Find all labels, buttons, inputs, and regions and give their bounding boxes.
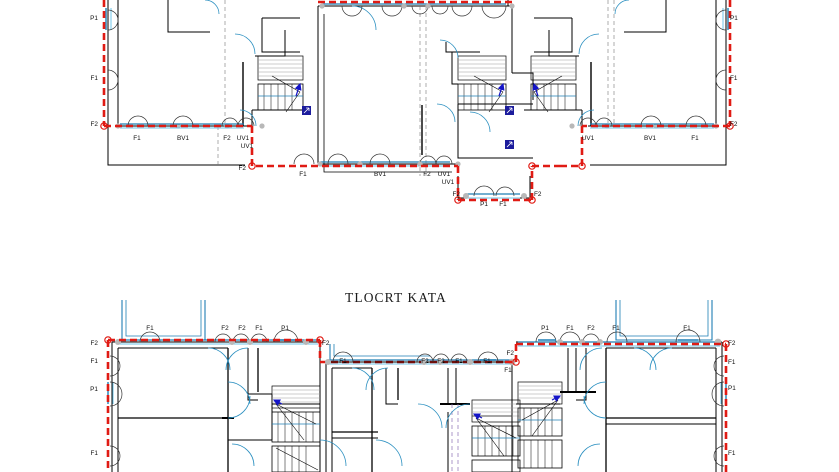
opening-label-f1: F1 bbox=[566, 325, 574, 332]
opening-label-f1: F1 bbox=[146, 325, 154, 332]
opening-label-bv1: BV1 bbox=[644, 135, 657, 142]
lower-center-wing bbox=[319, 344, 521, 472]
opening-label-f2: F2 bbox=[221, 325, 229, 332]
opening-label-f1: F1 bbox=[728, 450, 736, 457]
stair-upper-center bbox=[457, 55, 507, 113]
upper-left-wing bbox=[100, 0, 311, 170]
opening-label-f2: F2 bbox=[507, 350, 515, 357]
opening-label-f2: F2 bbox=[728, 340, 736, 347]
opening-label-f1: F1 bbox=[91, 450, 99, 457]
opening-label-uv1: UV1 bbox=[241, 143, 254, 150]
opening-label-p1: P1 bbox=[480, 201, 488, 208]
opening-label-f1: F1 bbox=[483, 358, 491, 365]
ground-floor-plan: F2F1P1F1F1F2F2F1P1F2F1F2F2F1F1F1F2P1F1F2… bbox=[90, 300, 736, 472]
opening-label-f1: F1 bbox=[612, 325, 620, 332]
upper-floor-plan: P1F1F2F1BV1F2UV1UV1F2F1BV1F2UV1UV1F2P1F1… bbox=[90, 0, 738, 208]
opening-label-f1: F1 bbox=[255, 325, 263, 332]
opening-label-p1: P1 bbox=[541, 325, 549, 332]
opening-label-f1: F1 bbox=[728, 359, 736, 366]
opening-label-bv1: BV1 bbox=[374, 171, 387, 178]
opening-label-uv1: UV1 bbox=[237, 135, 250, 142]
opening-label-f2: F2 bbox=[421, 358, 429, 365]
stair-lower-right bbox=[517, 381, 563, 469]
stair-upper-left bbox=[257, 55, 304, 113]
opening-label-f2: F2 bbox=[322, 340, 330, 347]
opening-label-uv1: UV1 bbox=[582, 135, 595, 142]
lower-left-wing bbox=[104, 300, 505, 472]
opening-label-f1: F1 bbox=[299, 171, 307, 178]
opening-label-uv1: UV1 bbox=[442, 179, 455, 186]
insulation-layer-lower-right bbox=[516, 342, 728, 472]
opening-label-f1: F1 bbox=[504, 367, 512, 374]
opening-label-f1: F1 bbox=[91, 358, 99, 365]
opening-label-f1: F1 bbox=[683, 325, 691, 332]
opening-label-f2: F2 bbox=[91, 340, 99, 347]
opening-label-bv1: BV1 bbox=[177, 135, 190, 142]
opening-label-f2: F2 bbox=[238, 325, 246, 332]
opening-label-f2: F2 bbox=[239, 165, 247, 172]
stair-upper-right bbox=[530, 55, 577, 113]
opening-label-f2: F2 bbox=[223, 135, 231, 142]
opening-label-f2: F2 bbox=[423, 171, 431, 178]
opening-label-p1: P1 bbox=[728, 385, 736, 392]
opening-label-f2: F2 bbox=[730, 121, 738, 128]
opening-label-f1: F1 bbox=[455, 358, 463, 365]
opening-label-f1: F1 bbox=[691, 135, 699, 142]
opening-label-p1: P1 bbox=[281, 325, 289, 332]
opening-label-uv1: UV1 bbox=[438, 171, 451, 178]
stair-lower-center bbox=[471, 399, 521, 472]
opening-label-f2: F2 bbox=[437, 358, 445, 365]
opening-label-p1: P1 bbox=[730, 15, 738, 22]
insulation-layer-upper-right bbox=[560, 0, 732, 168]
upper-right-wing bbox=[524, 0, 734, 170]
opening-label-p1: P1 bbox=[90, 386, 98, 393]
lower-right-wing bbox=[516, 300, 730, 472]
stair-lower-left bbox=[271, 385, 321, 472]
opening-label-f2: F2 bbox=[587, 325, 595, 332]
upper-center-wing bbox=[293, 0, 560, 204]
plan-title-tlocrt-kata: TLOCRT KATA bbox=[345, 290, 447, 305]
opening-label-f1: F1 bbox=[91, 75, 99, 82]
opening-label-f2: F2 bbox=[91, 121, 99, 128]
opening-label-p1: P1 bbox=[90, 15, 98, 22]
insulation-layer-upper-center bbox=[300, 0, 560, 202]
opening-label-f2: F2 bbox=[534, 191, 542, 198]
opening-label-f1: F1 bbox=[499, 201, 507, 208]
opening-label-f1: F1 bbox=[730, 75, 738, 82]
insulation-layer-upper-left bbox=[102, 0, 300, 168]
opening-label-f2: F2 bbox=[453, 191, 461, 198]
opening-label-f1: F1 bbox=[133, 135, 141, 142]
opening-label-f1: F1 bbox=[339, 358, 347, 365]
